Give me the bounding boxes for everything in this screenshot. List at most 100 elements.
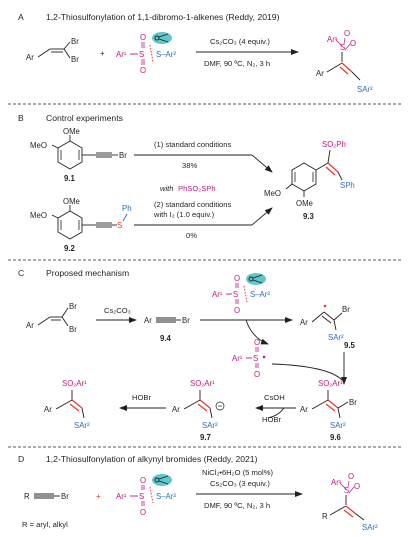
- svg-text:Ar¹: Ar¹: [212, 290, 223, 299]
- svg-text:O: O: [140, 33, 146, 42]
- svg-text:O: O: [234, 274, 240, 283]
- compound-9-3: SO₂Ph SPh MeO OMe 9.3: [264, 140, 355, 221]
- cond-b-bottom-1: (2) standard conditions: [154, 200, 231, 209]
- svg-text:SAr²: SAr²: [328, 333, 344, 342]
- cond-d-3: DMF, 90 ºC, N₂, 3 h: [204, 501, 270, 510]
- svg-text:Ar¹: Ar¹: [327, 35, 338, 44]
- scissors-icon: [152, 474, 172, 486]
- svg-text:R: R: [322, 512, 328, 521]
- svg-text:S–Ar²: S–Ar²: [156, 50, 176, 59]
- svg-text:Ar: Ar: [44, 405, 52, 414]
- arrow-c-2-branch: [245, 319, 269, 345]
- plus-a: +: [100, 49, 105, 58]
- svg-text:S: S: [233, 290, 238, 299]
- compound-9-5: Ar Br SAr² 9.5: [300, 304, 356, 350]
- svg-text:S: S: [139, 50, 144, 59]
- svg-text:OMe: OMe: [296, 199, 313, 208]
- svg-text:O: O: [348, 472, 354, 481]
- svg-text:Ph: Ph: [122, 204, 132, 213]
- section-b-title: Control experiments: [46, 113, 123, 123]
- product-c: SO₂Ar¹ Ar SAr²: [44, 379, 90, 430]
- section-c-title: Proposed mechanism: [46, 268, 129, 278]
- svg-text:S: S: [340, 43, 345, 52]
- arrow-b-bottom-bend: [251, 207, 273, 226]
- svg-text:SO₂Ph: SO₂Ph: [322, 140, 346, 149]
- yield-b-bottom: 0%: [186, 231, 197, 240]
- svg-text:SPh: SPh: [340, 181, 355, 190]
- section-d-letter: D: [18, 454, 24, 464]
- svg-text:Ar: Ar: [26, 53, 34, 62]
- product-a: Ar¹ S O O Ar SAr²: [316, 29, 373, 94]
- cs2co3-c: Cs₂CO₃: [104, 306, 131, 315]
- svg-text:Br: Br: [71, 37, 79, 46]
- svg-text:SAr²: SAr²: [74, 421, 90, 430]
- svg-text:O: O: [234, 306, 240, 315]
- svg-text:O: O: [254, 338, 260, 347]
- svg-text:O: O: [254, 370, 260, 379]
- svg-text:SO₂Ar¹: SO₂Ar¹: [318, 379, 343, 388]
- product-d: Ar¹ S O O R SAr²: [322, 472, 378, 532]
- svg-text:Br: Br: [71, 55, 79, 64]
- svg-text:Ar: Ar: [26, 321, 34, 330]
- thiosulfonate-a: Ar¹ S O O S–Ar²: [116, 33, 176, 75]
- plus-d: +: [96, 492, 101, 501]
- svg-text:O: O: [354, 482, 360, 491]
- svg-text:Ar: Ar: [172, 405, 180, 414]
- svg-text:Ar¹: Ar¹: [116, 50, 127, 59]
- sulfonyl-radical: Ar¹ S O O: [232, 338, 266, 379]
- svg-text:Ar¹: Ar¹: [116, 492, 127, 501]
- svg-text:SAr²: SAr²: [330, 421, 346, 430]
- cond-a-1: Cs₂CO₃ (4 equiv.): [210, 37, 270, 46]
- cond-b-top-1: (1) standard conditions: [154, 140, 231, 149]
- svg-text:MeO: MeO: [264, 189, 281, 198]
- thiosulfonate-d: Ar¹ S O O S–Ar²: [116, 476, 176, 517]
- svg-text:MeO: MeO: [30, 211, 47, 220]
- svg-text:9.4: 9.4: [160, 334, 172, 343]
- cond-d-2: Cs₂CO₃ (3 equiv.): [210, 479, 270, 488]
- section-c-letter: C: [18, 268, 24, 278]
- compound-9-7: SO₂Ar¹ Ar SAr² 9.7: [172, 379, 225, 442]
- arrow-c-4-branch: [267, 407, 285, 419]
- svg-text:Ar: Ar: [300, 405, 308, 414]
- with-label: with: [160, 184, 174, 193]
- svg-text:9.1: 9.1: [64, 174, 76, 183]
- alkynyl-bromide-d: R Br: [24, 492, 69, 501]
- hobr-label-2: HOBr: [132, 393, 151, 402]
- svg-text:Ar: Ar: [144, 316, 152, 325]
- svg-text:9.6: 9.6: [330, 433, 342, 442]
- svg-text:SO₂Ar¹: SO₂Ar¹: [62, 379, 87, 388]
- svg-text:Br: Br: [61, 492, 69, 501]
- thiosulfonate-c: Ar¹ S O O S–Ar²: [212, 274, 270, 315]
- svg-text:Br: Br: [119, 151, 127, 160]
- svg-text:9.5: 9.5: [344, 341, 356, 350]
- r-definition: R = aryl, alkyl: [22, 520, 68, 529]
- svg-text:SAr²: SAr²: [357, 85, 373, 94]
- yield-b-top: 38%: [182, 161, 197, 170]
- dibromoalkene-c: Ar Br Br: [26, 302, 77, 334]
- svg-text:S–Ar²: S–Ar²: [250, 290, 270, 299]
- svg-text:S: S: [253, 354, 258, 363]
- svg-text:Ar¹: Ar¹: [331, 478, 342, 487]
- svg-text:S: S: [344, 486, 349, 495]
- svg-text:OMe: OMe: [63, 127, 80, 136]
- section-d-title: 1,2-Thiosulfonylation of alkynyl bromide…: [46, 454, 258, 464]
- svg-text:S–Ar²: S–Ar²: [156, 492, 176, 501]
- scissors-icon: [152, 32, 172, 44]
- compound-9-6: SO₂Ar¹ Ar Br SAr² 9.6: [300, 379, 357, 442]
- svg-text:MeO: MeO: [30, 141, 47, 150]
- svg-text:Ar: Ar: [316, 69, 324, 78]
- csoh-label: CsOH: [264, 393, 285, 402]
- section-b-letter: B: [18, 113, 24, 123]
- svg-text:SAr²: SAr²: [362, 523, 378, 532]
- hobr-label-1: HOBr: [262, 415, 281, 424]
- cond-a-2: DMF, 90 ºC, N₂, 3 h: [204, 59, 270, 68]
- svg-text:SAr²: SAr²: [202, 421, 218, 430]
- arrow-b-top-bend: [251, 154, 273, 173]
- section-a-letter: A: [18, 12, 24, 22]
- svg-text:SO₂Ar¹: SO₂Ar¹: [190, 379, 215, 388]
- compound-9-1: OMe MeO Br 9.1: [30, 127, 127, 183]
- scissors-icon: [246, 273, 266, 285]
- section-a-title: 1,2-Thiosulfonylation of 1,1-dibromo-1-a…: [46, 12, 280, 22]
- svg-text:O: O: [140, 476, 146, 485]
